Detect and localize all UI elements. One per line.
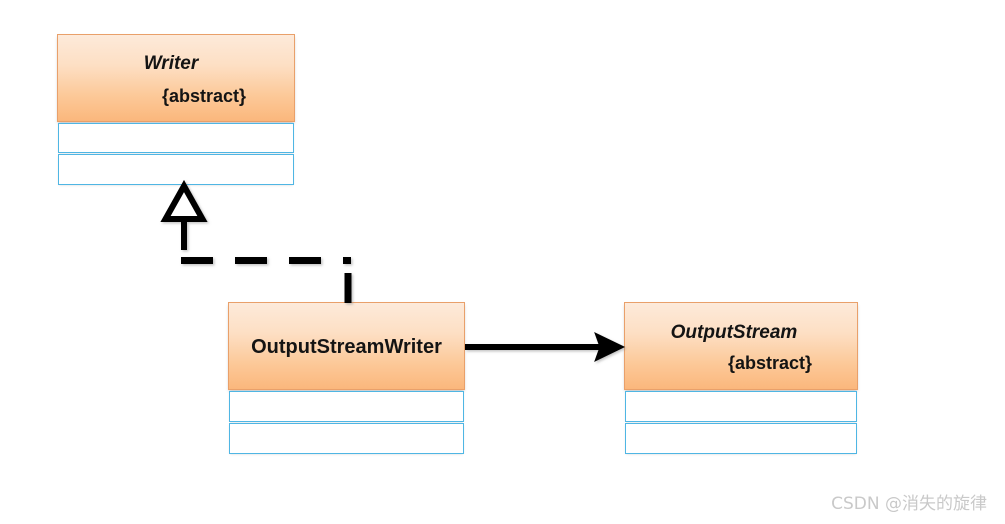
class-stereotype-writer: {abstract} xyxy=(161,86,247,106)
csdn-watermark: CSDN @消失的旋律 xyxy=(831,494,987,514)
uml-class-outputstreamwriter[interactable]: OutputStreamWriter xyxy=(228,302,465,455)
class-operations-compartment-outputstream xyxy=(625,423,857,454)
class-header-outputstreamwriter: OutputStreamWriter xyxy=(228,302,465,390)
filled-arrowhead-icon xyxy=(594,332,626,362)
class-name-outputstream: OutputStream xyxy=(670,322,798,343)
class-attributes-compartment-outputstream xyxy=(625,391,857,422)
uml-class-writer[interactable]: Writer {abstract} xyxy=(57,34,295,186)
realization-arrow-outputstreamwriter-to-writer xyxy=(160,179,352,303)
class-operations-compartment-writer xyxy=(58,154,294,185)
class-header-writer: Writer {abstract} xyxy=(57,34,295,122)
class-name-writer: Writer xyxy=(143,53,199,74)
class-attributes-compartment-outputstreamwriter xyxy=(229,391,464,422)
uml-class-outputstream[interactable]: OutputStream {abstract} xyxy=(624,302,858,455)
class-operations-compartment-outputstreamwriter xyxy=(229,423,464,454)
hollow-triangle-arrowhead-icon xyxy=(160,179,208,222)
class-header-outputstream: OutputStream {abstract} xyxy=(624,302,858,390)
association-arrow-outputstreamwriter-to-outputstream xyxy=(465,332,626,362)
class-name-outputstreamwriter: OutputStreamWriter xyxy=(251,336,442,358)
class-attributes-compartment-writer xyxy=(58,123,294,153)
class-stereotype-outputstream: {abstract} xyxy=(727,353,813,373)
